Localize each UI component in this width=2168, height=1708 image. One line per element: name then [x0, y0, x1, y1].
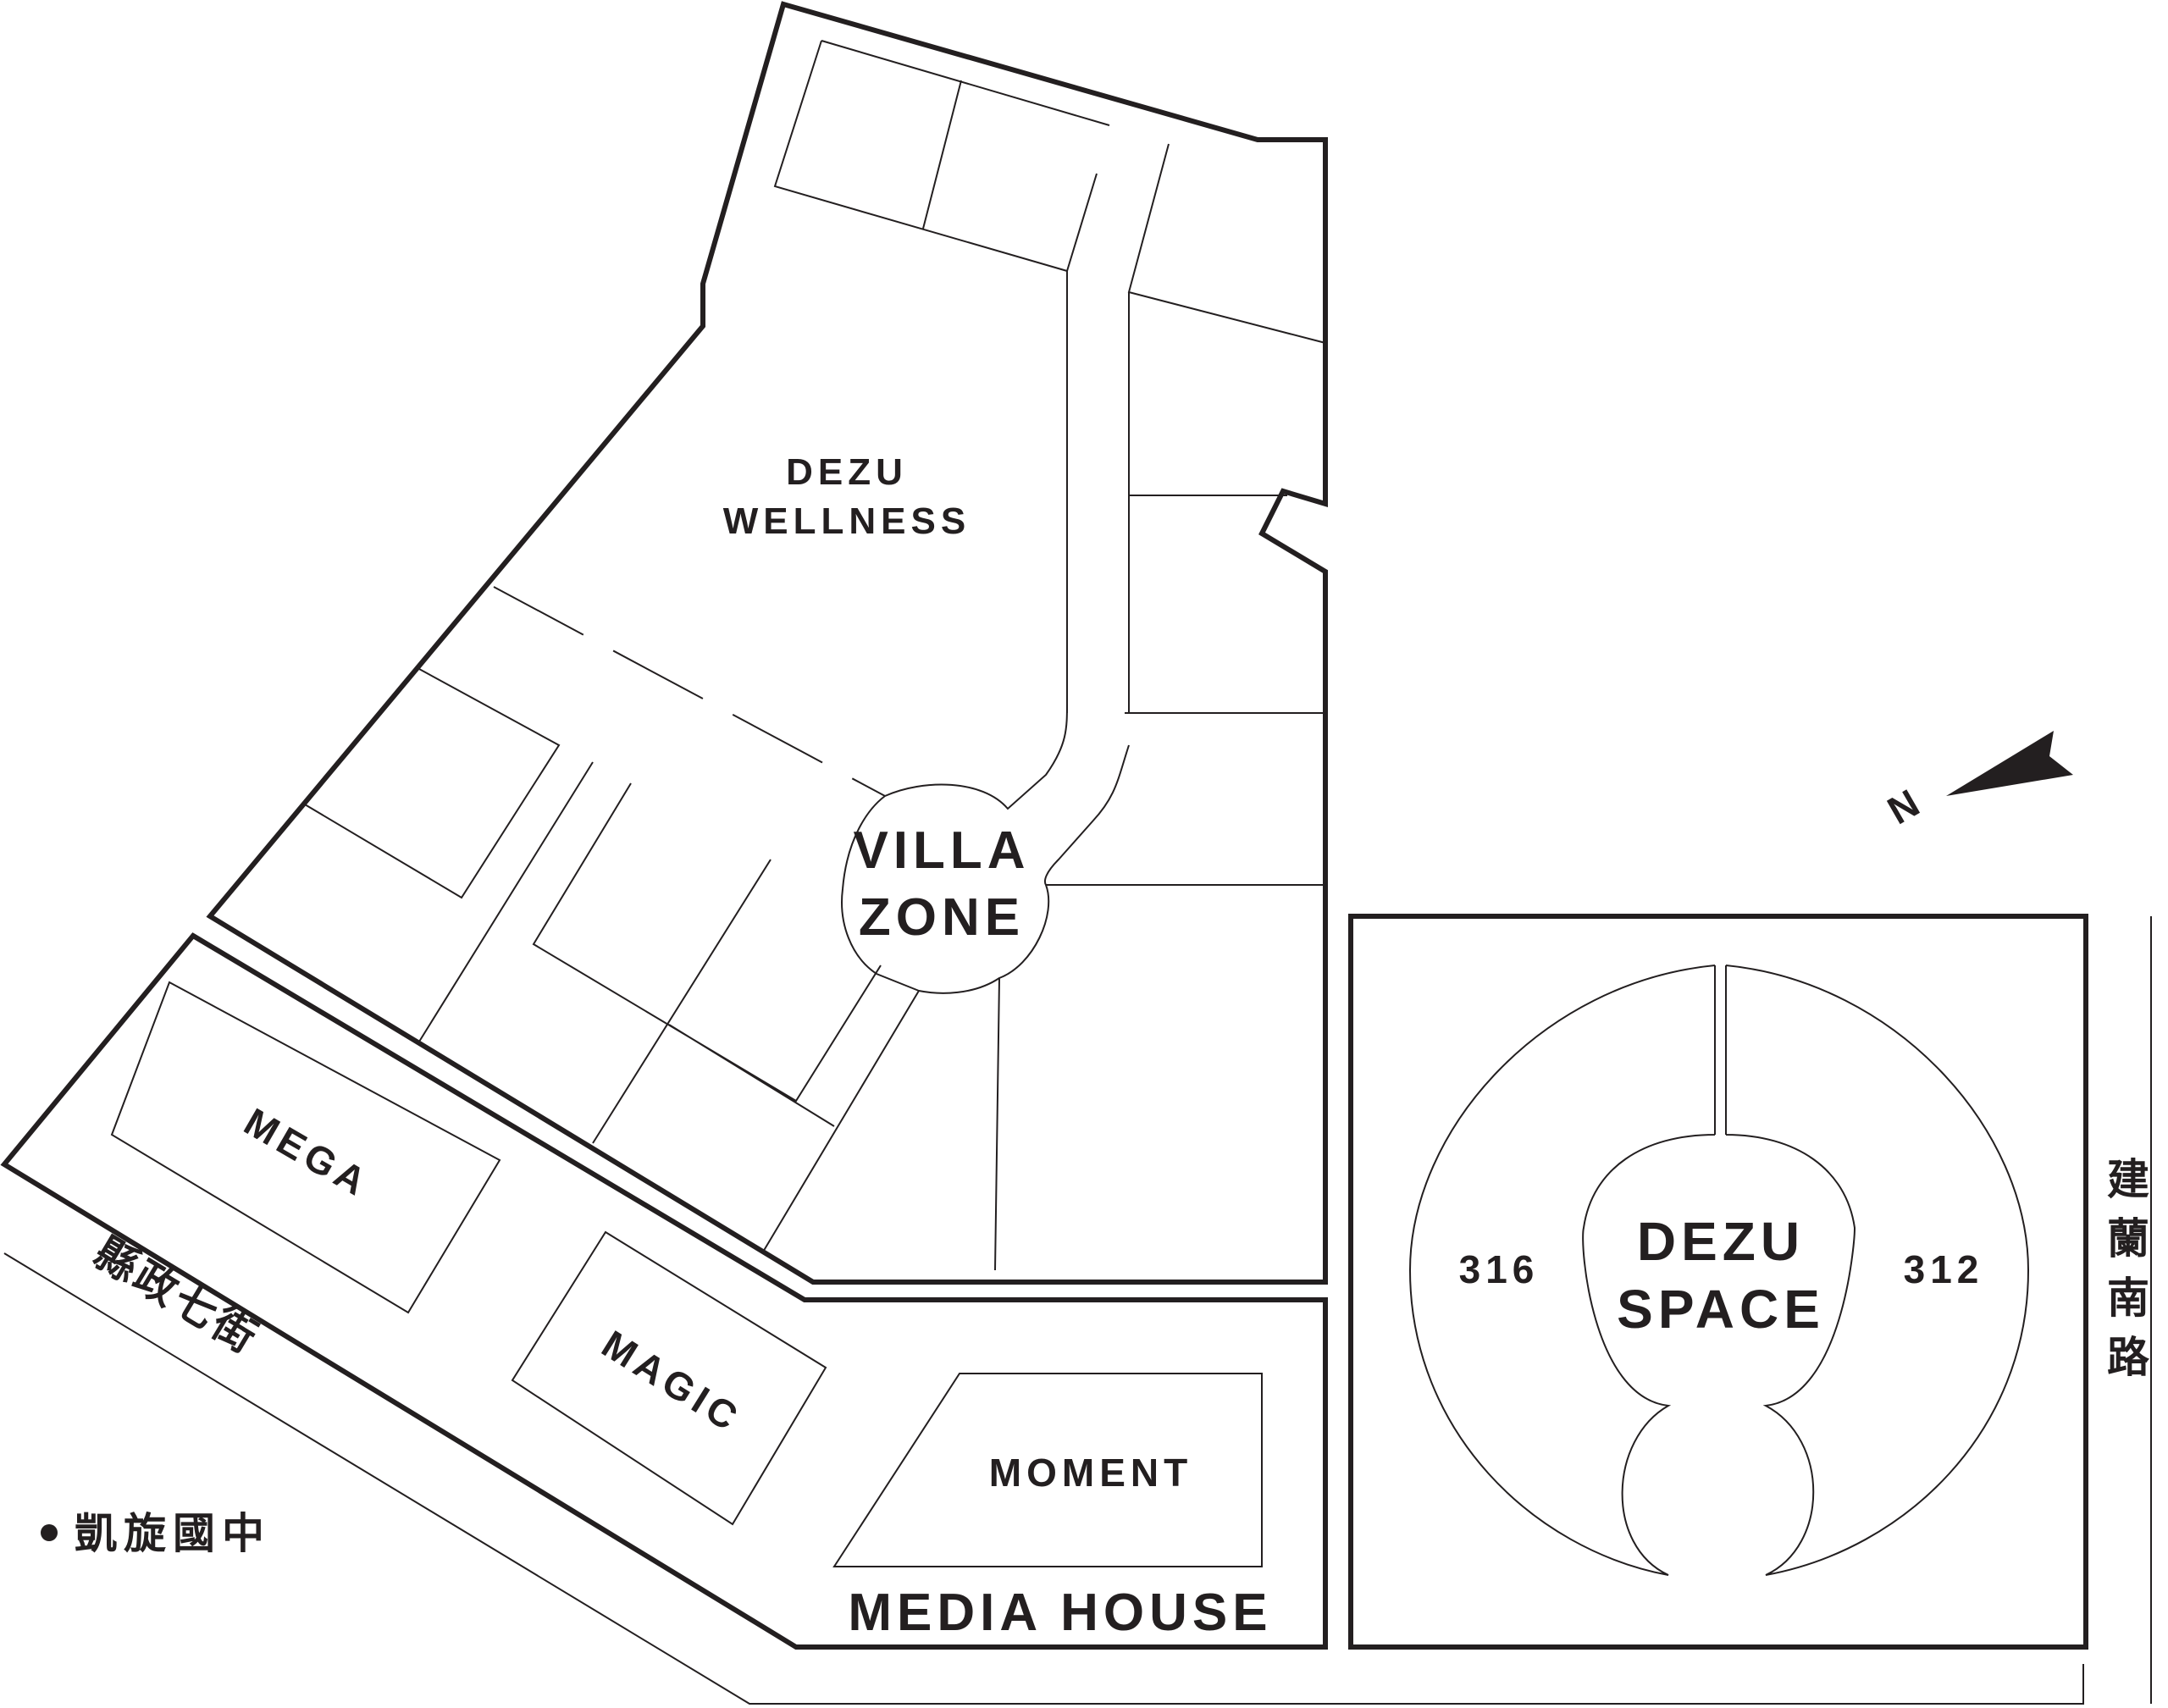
- moment-building: [832, 1373, 1263, 1567]
- space-label-line1: DEZU: [1637, 1211, 1805, 1272]
- east-road-char: 南: [2107, 1274, 2149, 1323]
- east-road-char: 蘭: [2107, 1214, 2149, 1263]
- magic-label: MAGIC: [595, 1322, 749, 1441]
- west-street-label: 縣政七街: [86, 1228, 268, 1364]
- mega-building: [110, 981, 501, 1314]
- southwest-parcel-boundary: [0, 932, 1328, 1650]
- villa-lot-lines: [304, 668, 882, 1144]
- landmark-label: 凱旋國中: [75, 1509, 271, 1558]
- east-road-char: 路: [2107, 1333, 2150, 1382]
- east-road-char: 建: [2107, 1155, 2149, 1204]
- space-parcel-boundary: [1348, 914, 2088, 1650]
- space-lot-312: 312: [1904, 1247, 1984, 1291]
- east-road-label: 建 蘭 南 路: [2107, 1155, 2150, 1382]
- west-street-line: [3, 1252, 2084, 1705]
- villa-roundabout: [761, 702, 1325, 1271]
- compass-label: N: [1880, 778, 1931, 833]
- space-lot-316: 316: [1459, 1247, 1540, 1291]
- landmark-dot-icon: [41, 1524, 58, 1541]
- space-label-line2: SPACE: [1617, 1279, 1825, 1340]
- wellness-label-line1: DEZU: [786, 451, 908, 493]
- space-ring: [1408, 965, 2030, 1576]
- magic-building: [511, 1230, 827, 1526]
- north-parcel-boundary: [206, 1, 1328, 1285]
- wellness-label-line2: WELLNESS: [723, 500, 971, 542]
- mega-label: MEGA: [237, 1099, 378, 1206]
- compass: N: [1880, 731, 2073, 832]
- wellness-lot-lines: [773, 40, 1326, 714]
- moment-label: MOMENT: [989, 1451, 1192, 1495]
- north-arrow-icon: [1946, 731, 2073, 796]
- wellness-road-dashes: [493, 356, 1068, 797]
- villa-label-line1: VILLA: [853, 821, 1030, 880]
- media-house-label: MEDIA HOUSE: [848, 1584, 1272, 1642]
- villa-label-line2: ZONE: [859, 888, 1025, 947]
